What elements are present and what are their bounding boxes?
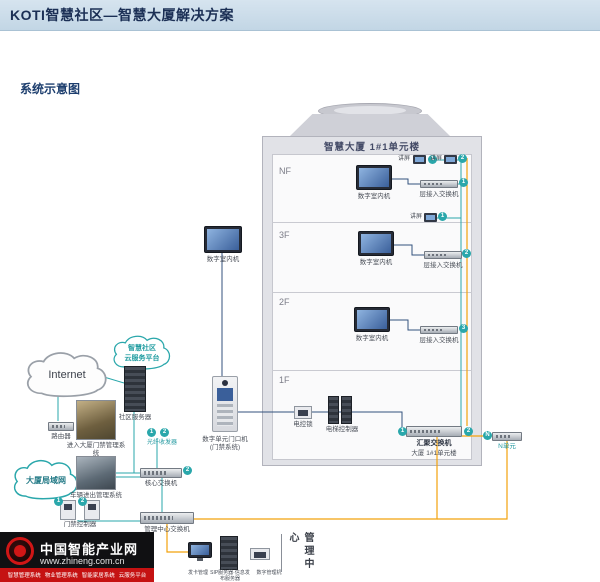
logo-block: 中国智能产业网 www.zhineng.com.cn 智慧管理系统 物业管理系统… [0,532,154,582]
door-station-label: 数字单元门口机 [202,436,248,443]
mgmt-device1-label: 发卡管理 [187,570,208,576]
door-station-icon [212,376,238,432]
access-gate-photo [76,400,116,440]
electric-lock-icon [294,406,312,419]
logo-service: 智慧管理系统 [7,573,41,579]
access-system-label: 进入大厦门禁管理系统 [66,442,126,458]
elevator-controller-icon [341,396,352,424]
mgmt-bracket [281,534,282,572]
marker-badge: 2 [183,466,192,475]
building-title: 智慧大厦 1#1单元楼 [324,142,420,153]
page-title: KOTI智慧社区—智慧大厦解决方案 [10,7,234,23]
floor-label-1f: 1F [279,375,290,385]
logo-service: 云服务平台 [118,573,147,579]
marker-badge: N [483,431,492,440]
floor-divider [272,292,472,293]
building-roof [290,114,450,136]
floor-switch-label: 层接入交换机 [423,262,463,269]
logo-url: www.zhineng.com.cn [40,556,125,566]
mgmt-device3-label: 数字管理机 [256,570,282,576]
mgmt-pc-icon [188,542,212,558]
aggregation-switch-label: 汇聚交换机 [416,440,452,447]
floor-switch-label: 层接入交换机 [419,337,459,344]
aggregation-switch-icon [406,426,462,437]
logo-service: 物业管理系统 [44,573,78,579]
door-station-sublabel: (门禁系统) [209,444,241,451]
marker-badge: 1 [398,427,407,436]
floor-label-nf: NF [279,166,291,176]
floor-divider [272,222,472,223]
intercom-label: 讲屏 [429,156,442,162]
indoor-monitor-label: 数字室内机 [357,193,391,200]
floor-switch-icon [420,326,458,334]
logo-name: 中国智能产业网 [40,542,139,557]
mgmt-server-tower-icon [220,536,238,570]
indoor-monitor-icon [356,165,392,190]
fiber-marker: 1 [147,428,156,437]
door-controller-label: 门禁控制器 [63,521,97,528]
mgmt-device-box-icon [250,548,270,560]
indoor-monitor-icon [354,307,390,332]
elevator-controller-label: 电梯控制器 [325,426,359,433]
mgmt-switch-icon [140,512,194,524]
cloud-platform: 智慧社区 云服务平台 [110,334,174,372]
cloud-platform-label-1: 智慧社区 [128,345,156,352]
header-bar: KOTI智慧社区—智慧大厦解决方案 [0,0,600,31]
intercom-label: 讲屏 [397,156,410,162]
floor-switch-icon [420,180,458,188]
wall-intercom-icon [424,213,437,222]
indoor-monitor-label: 数字室内机 [355,335,389,342]
marker-badge: 2 [462,249,471,258]
router-icon [48,422,74,431]
indoor-monitor-icon [358,231,394,256]
section-title: 系统示意图 [20,82,81,96]
wall-intercom-icon [444,155,457,164]
floor-switch-icon [424,251,462,259]
cloud-platform-label-2: 云服务平台 [124,355,160,362]
internet-label: Internet [48,369,86,381]
router-label: 路由器 [51,433,71,440]
mgmt-center-title: 管理中心 [287,532,313,571]
door-controller-icon [84,500,100,520]
fiber-marker: 2 [160,428,169,437]
mgmt-pc-stand [197,558,203,561]
vehicle-system-label: 车辆进出管理系统 [70,492,122,499]
floor-label-2f: 2F [279,297,290,307]
internet-cloud: Internet [22,350,112,400]
intercom-label: 讲屏 [409,214,422,220]
mgmt-device2-label: SIP服务器·信息发布服务器 [210,570,250,582]
core-switch-icon [140,468,182,478]
wall-intercom-icon [413,155,426,164]
indoor-monitor-label: 数字室内机 [206,256,240,263]
marker-badge: 2 [458,154,467,163]
vehicle-gate-photo [76,456,116,490]
electric-lock-label: 电控锁 [293,421,313,428]
marker-badge: 2 [464,427,473,436]
community-server-icon [124,366,146,412]
indoor-monitor-label: 数字室内机 [359,259,393,266]
aggregation-switch-sublabel: 大厦 1#1单元楼 [411,450,457,457]
fiber-label: 光纤收发器 [146,440,177,446]
marker-badge: 1 [438,212,447,221]
marker-badge: 1 [459,178,468,187]
indoor-monitor-icon [204,226,242,253]
door-controller-icon [60,500,76,520]
floor-switch-label: 层接入交换机 [419,191,459,198]
lan-cloud-label: 大厦局域网 [26,475,66,485]
lan-cloud: 大厦局域网 [10,458,82,502]
n-unit-transceiver-icon [492,432,522,441]
marker-badge: 2 [78,497,87,506]
building-roof-deck-top [334,106,406,115]
core-switch-label: 核心交换机 [144,480,178,487]
elevator-controller-icon [328,396,339,424]
marker-badge: 1 [54,497,63,506]
logo-service: 智能家居系统 [81,573,115,579]
logo-services-bar: 智慧管理系统 物业管理系统 智能家居系统 云服务平台 [0,568,154,582]
floor-divider [272,370,472,371]
community-server-label: 社区服务器 [118,414,152,421]
logo-icon [6,537,34,565]
marker-badge: 3 [459,324,468,333]
floor-label-3f: 3F [279,230,290,240]
n-unit-label: N单元 [498,443,516,450]
